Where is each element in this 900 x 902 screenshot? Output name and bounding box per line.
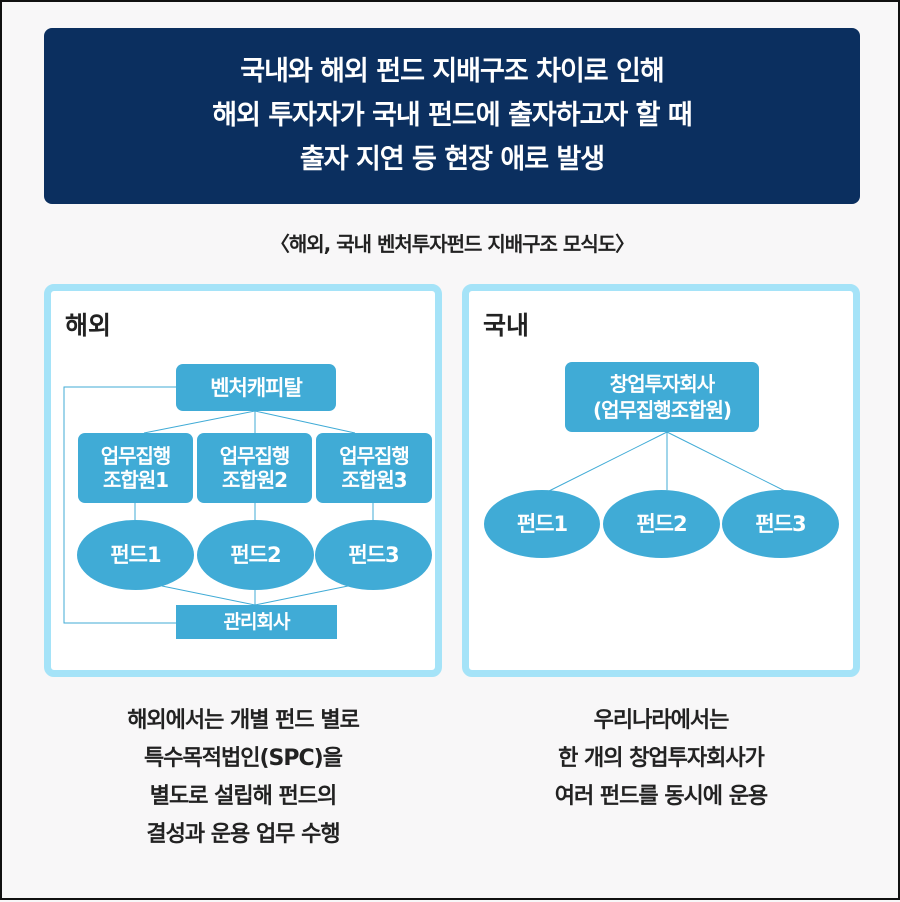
fund-node-1: 펀드1 [77, 520, 194, 590]
description-line: 해외에서는 개별 펀드 별로 [127, 708, 360, 733]
description-line: 한 개의 창업투자회사가 [558, 746, 765, 771]
node-label: 펀드3 [348, 543, 399, 567]
node-label: 창업투자회사 [609, 372, 715, 396]
startup-investment-company-node: 창업투자회사(업무집행조합원) [565, 362, 759, 432]
node-label: 업무집행 [219, 444, 291, 468]
node-label: 벤처캐피탈 [210, 375, 303, 400]
diagram-caption: 〈해외, 국내 벤처투자펀드 지배구조 모식도〉 [269, 232, 635, 256]
node-label: 펀드3 [755, 512, 806, 536]
domestic-description: 우리나라에서는 한 개의 창업투자회사가 여러 펀드를 동시에 운용 [436, 702, 886, 816]
fund-node-3: 펀드3 [315, 520, 432, 590]
headline-line: 국내와 해외 펀드 지배구조 차이로 인해 [240, 56, 664, 87]
fund-node-2: 펀드2 [603, 490, 720, 558]
headline-line: 해외 투자자가 국내 펀드에 출자하고자 할 때 [212, 100, 693, 131]
description-line: 여러 펀드를 동시에 운용 [554, 784, 768, 809]
node-label: 펀드1 [110, 543, 161, 567]
fund-node-2: 펀드2 [197, 520, 314, 590]
fund-node-1: 펀드1 [484, 490, 600, 558]
node-label: 조합원3 [341, 468, 407, 492]
node-label: 펀드1 [516, 512, 568, 536]
description-line: 우리나라에서는 [593, 708, 730, 733]
node-label: 펀드2 [230, 543, 281, 567]
description-line: 결성과 운용 업무 수행 [146, 822, 340, 847]
venture-capital-node: 벤처캐피탈 [176, 364, 336, 411]
node-label: 조합원1 [102, 468, 169, 492]
node-label: 업무집행 [100, 444, 172, 468]
management-company-node: 관리회사 [176, 605, 337, 639]
node-label: 업무집행 [339, 444, 410, 468]
node-label: 펀드2 [636, 512, 687, 536]
description-line: 별도로 설립해 펀드의 [149, 784, 337, 809]
overseas-description: 해외에서는 개별 펀드 별로 특수목적법인(SPC)을 별도로 설립해 펀드의 … [18, 702, 468, 854]
domestic-panel [462, 284, 860, 677]
node-label: 조합원2 [221, 468, 288, 492]
description-line: 특수목적법인(SPC)을 [144, 746, 343, 771]
overseas-title: 해외 [65, 311, 112, 340]
node-label: 관리회사 [223, 611, 291, 633]
fund-node-3: 펀드3 [722, 490, 839, 558]
domestic-title: 국내 [483, 311, 530, 340]
headline-line: 출자 지연 등 현장 애로 발생 [299, 144, 605, 175]
node-label: (업무집행조합원) [592, 398, 732, 422]
headline-banner: 국내와 해외 펀드 지배구조 차이로 인해 해외 투자자가 국내 펀드에 출자하… [44, 28, 860, 204]
